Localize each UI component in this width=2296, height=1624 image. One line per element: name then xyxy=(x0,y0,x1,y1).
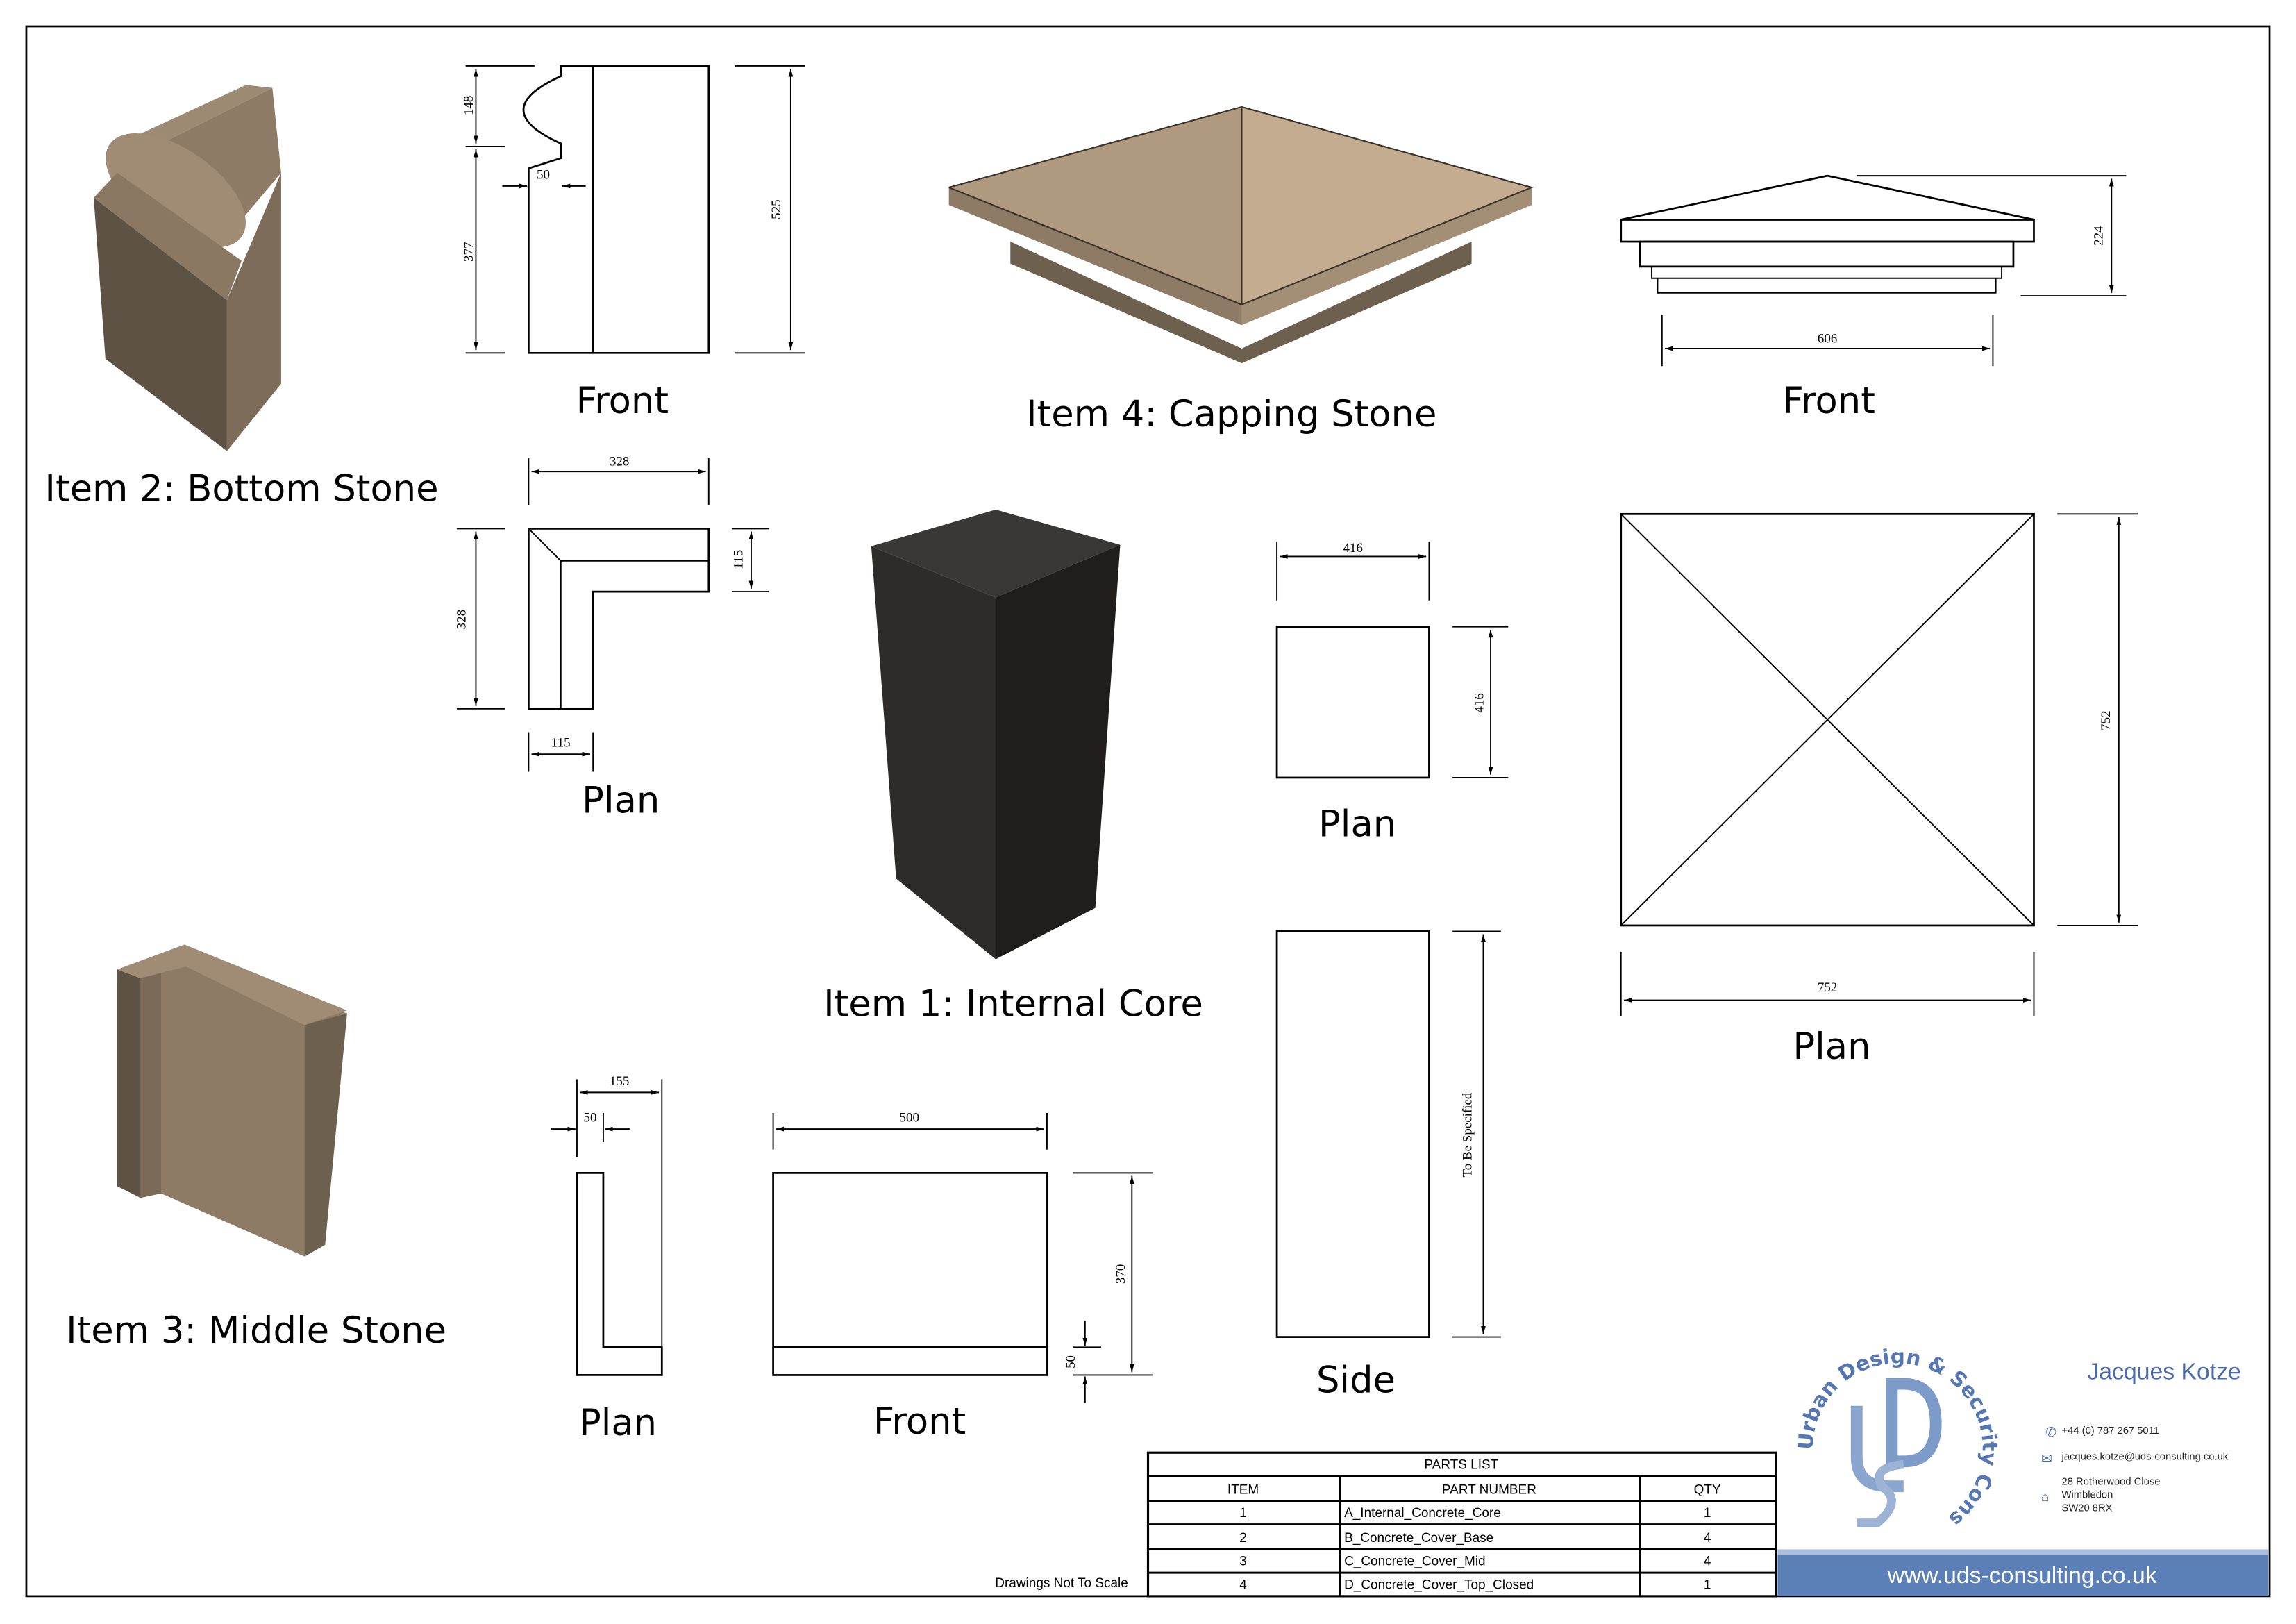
dim-416-width: 416 xyxy=(1343,541,1363,555)
row-part-number: D_Concrete_Cover_Top_Closed xyxy=(1344,1577,1534,1592)
capping-stone-plan-view xyxy=(1620,512,2138,1016)
row-part-number: A_Internal_Concrete_Core xyxy=(1344,1506,1501,1521)
row-qty: 4 xyxy=(1704,1531,1711,1546)
row-item: 3 xyxy=(1239,1555,1247,1569)
dim-377: 377 xyxy=(462,242,476,262)
middle-stone-plan-view xyxy=(551,1079,663,1376)
dim-500: 500 xyxy=(899,1111,919,1125)
bottom-front-label: Front xyxy=(576,380,669,422)
website-link[interactable]: www.uds-consulting.co.uk xyxy=(1887,1562,2157,1589)
row-qty: 4 xyxy=(1704,1555,1711,1569)
dim-525: 525 xyxy=(769,199,784,219)
row-item: 1 xyxy=(1239,1506,1247,1521)
capping-stone-3d-render xyxy=(948,106,1534,364)
core-plan-view xyxy=(1275,542,1509,779)
capping-plan-label: Plan xyxy=(1793,1026,1870,1068)
dim-148: 148 xyxy=(462,96,476,115)
dim-416-depth: 416 xyxy=(1472,693,1486,712)
table-row: 1 A_Internal_Concrete_Core 1 xyxy=(1239,1506,1711,1521)
row-qty: 1 xyxy=(1704,1577,1711,1592)
address-line-2: Wimbledon xyxy=(2062,1490,2113,1501)
parts-list-table: PARTS LIST ITEM PART NUMBER QTY 1 A_Inte… xyxy=(1146,1451,1777,1598)
core-side-label: Side xyxy=(1316,1359,1396,1402)
dim-50-lip: 50 xyxy=(537,167,550,182)
email-icon: ✉ xyxy=(2041,1452,2052,1466)
table-row: 2 B_Concrete_Cover_Base 4 xyxy=(1239,1531,1711,1546)
middle-front-label: Front xyxy=(873,1400,966,1443)
contact-email[interactable]: jacques.kotze@uds-consulting.co.uk xyxy=(2061,1452,2229,1463)
dim-155: 155 xyxy=(610,1074,629,1089)
header-part-number: PART NUMBER xyxy=(1442,1482,1536,1497)
middle-stone-front-view xyxy=(772,1112,1153,1403)
capping-front-label: Front xyxy=(1783,380,1875,422)
dim-752-width: 752 xyxy=(1818,980,1837,995)
phone-icon: ✆ xyxy=(2045,1425,2056,1440)
table-row: 3 C_Concrete_Cover_Mid 4 xyxy=(1239,1555,1711,1569)
item-1-label: Item 1: Internal Core xyxy=(823,983,1203,1026)
middle-stone-3d-render xyxy=(117,944,347,1257)
item-2-label: Item 2: Bottom Stone xyxy=(44,467,438,510)
row-part-number: B_Concrete_Cover_Base xyxy=(1344,1531,1493,1546)
dim-224: 224 xyxy=(2092,226,2106,246)
dim-606: 606 xyxy=(1818,332,1837,346)
middle-plan-label: Plan xyxy=(579,1402,657,1444)
row-item: 4 xyxy=(1239,1577,1247,1592)
address-line-1: 28 Rotherwood Close xyxy=(2062,1477,2161,1488)
item-4-label: Item 4: Capping Stone xyxy=(1026,393,1436,435)
internal-core-3d-render xyxy=(871,509,1121,960)
dim-328-depth: 328 xyxy=(455,610,469,629)
bottom-stone-plan-view xyxy=(457,458,769,772)
dim-328-width: 328 xyxy=(610,455,629,469)
dim-50-base: 50 xyxy=(1064,1355,1078,1368)
item-3-label: Item 3: Middle Stone xyxy=(66,1309,446,1352)
parts-list-title: PARTS LIST xyxy=(1424,1457,1498,1472)
website-banner xyxy=(1777,1555,2268,1596)
bottom-stone-front-view xyxy=(465,65,805,354)
row-qty: 1 xyxy=(1704,1506,1711,1521)
contact-name: Jacques Kotze xyxy=(2088,1359,2241,1385)
bottom-plan-label: Plan xyxy=(582,780,660,822)
dim-50-middle-lip: 50 xyxy=(583,1111,596,1125)
capping-stone-front-view xyxy=(1620,174,2127,367)
dim-115-v: 115 xyxy=(731,550,746,569)
home-icon: ⌂ xyxy=(2041,1490,2049,1505)
dim-370: 370 xyxy=(1114,1264,1128,1284)
address-line-3: SW20 8RX xyxy=(2062,1503,2113,1514)
header-item: ITEM xyxy=(1227,1482,1259,1497)
dim-752-depth: 752 xyxy=(2099,710,2113,730)
dim-side-height: To Be Specified xyxy=(1461,1092,1475,1177)
core-side-view xyxy=(1275,930,1501,1338)
core-plan-label: Plan xyxy=(1318,803,1396,845)
header-qty: QTY xyxy=(1694,1482,1721,1497)
not-to-scale-note: Drawings Not To Scale xyxy=(995,1576,1128,1591)
table-row: 4 D_Concrete_Cover_Top_Closed 1 xyxy=(1239,1577,1711,1592)
contact-phone: +44 (0) 787 267 5011 xyxy=(2062,1425,2159,1437)
dim-115-h: 115 xyxy=(551,736,571,751)
row-part-number: C_Concrete_Cover_Mid xyxy=(1344,1555,1485,1569)
row-item: 2 xyxy=(1239,1531,1247,1546)
bottom-stone-3d-render xyxy=(93,85,281,451)
